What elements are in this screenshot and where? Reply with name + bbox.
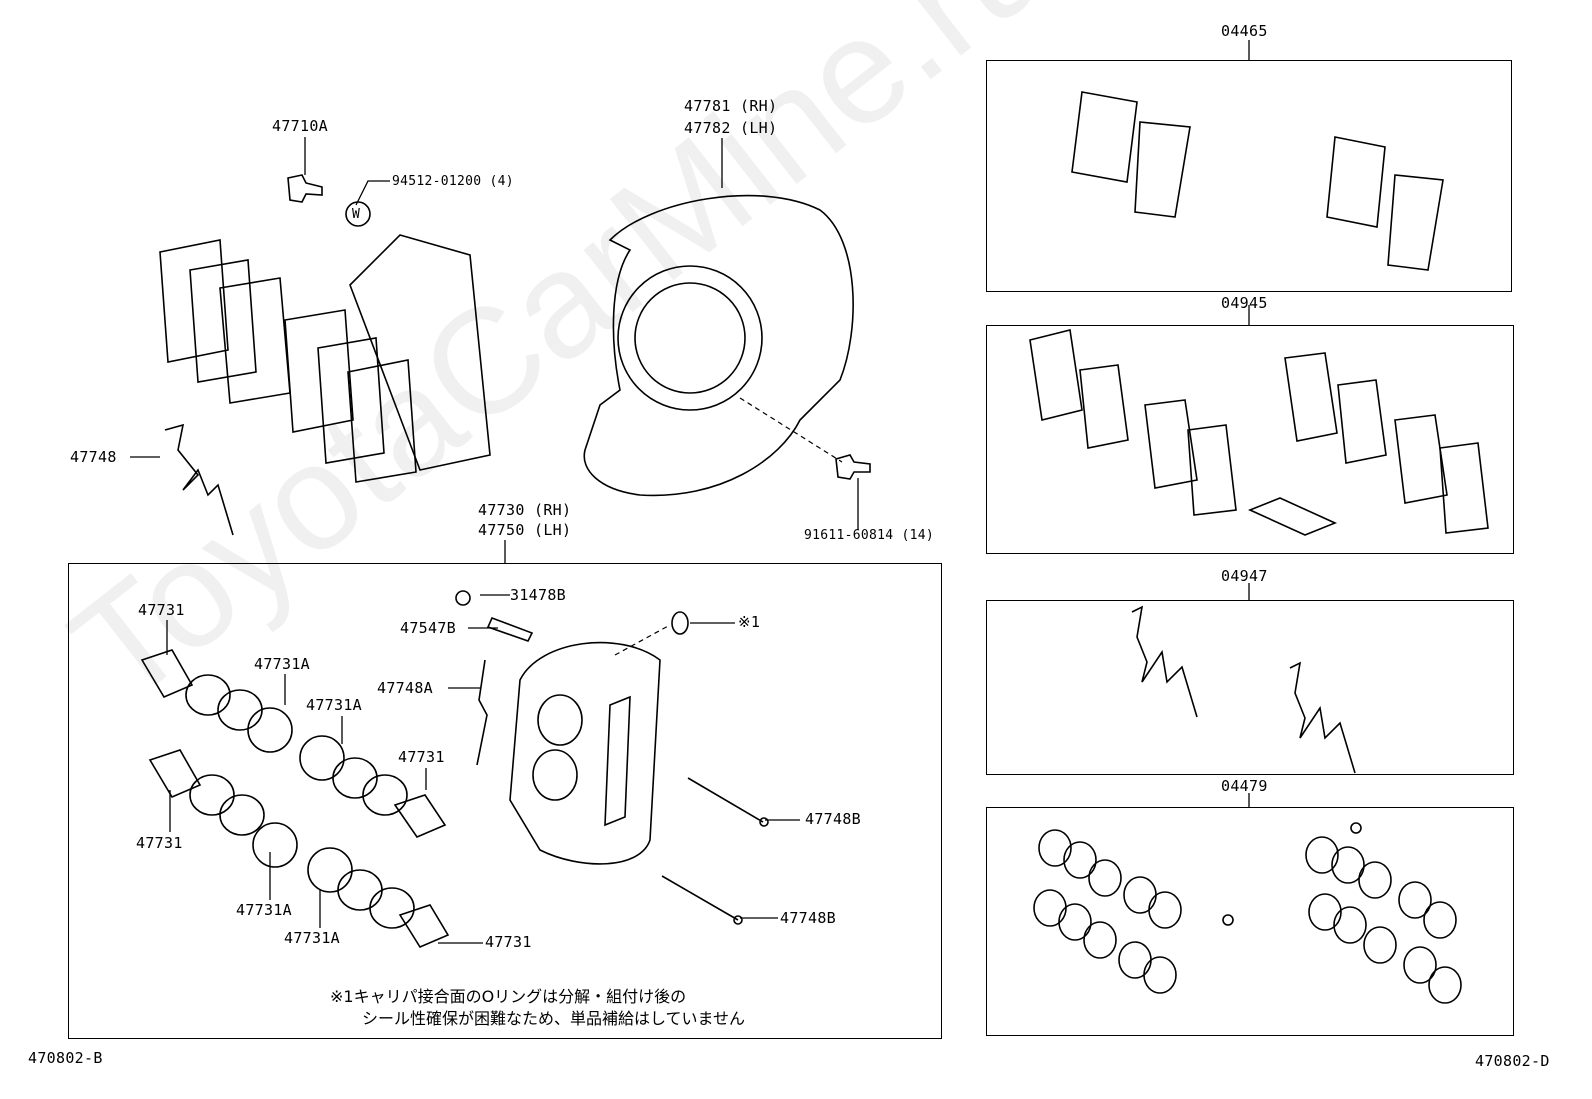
note-line-1: ※1キャリパ接合面のOリングは分解・組付け後の <box>330 987 687 1006</box>
anti-squeal-clip-drawing <box>164 423 234 536</box>
washer-mark: W <box>352 207 361 222</box>
label-47748: 47748 <box>70 448 117 466</box>
label-94512: 94512-01200 (4) <box>392 174 514 189</box>
disc-outline-drawing <box>349 234 491 471</box>
label-47731-bottom: 47731 <box>485 933 532 951</box>
caliper-body-drawing <box>509 641 661 865</box>
kit-04479-seals-drawing <box>1033 822 1462 1004</box>
kit-04479-box <box>986 807 1514 1036</box>
pistons-and-seals-drawing <box>140 649 450 949</box>
label-47731A-top: 47731A <box>254 655 310 673</box>
label-47547B: 47547B <box>400 619 456 637</box>
kit-label-04947: 04947 <box>1221 567 1268 585</box>
dust-shield-drawing <box>583 194 854 497</box>
o-ring-drawing <box>671 611 689 635</box>
bolt-91611-drawing <box>835 454 871 480</box>
kit-04947-box <box>986 600 1514 775</box>
label-47731-top: 47731 <box>138 601 185 619</box>
pins-47748B-drawing <box>661 777 769 925</box>
kit-label-04465: 04465 <box>1221 22 1268 40</box>
footer-ref-left: 470802-B <box>28 1049 103 1067</box>
label-47782: 47782 (LH) <box>684 119 778 137</box>
label-47731A-mid: 47731A <box>306 696 362 714</box>
label-31478B: 31478B <box>510 586 566 604</box>
label-star1: ※1 <box>738 613 761 631</box>
kit-04945-box <box>986 325 1514 554</box>
label-47748A: 47748A <box>377 679 433 697</box>
note-line-2: シール性確保が困難なため、単品補給はしていません <box>362 1009 746 1028</box>
leader-lines <box>130 40 1250 944</box>
label-47748B-upper: 47748B <box>805 810 861 828</box>
kit-04945-pads-drawing <box>1029 329 1489 536</box>
footer-ref-right: 470802-D <box>1475 1052 1550 1070</box>
kit-label-04945: 04945 <box>1221 294 1268 312</box>
kit-label-04479: 04479 <box>1221 777 1268 795</box>
label-47731-mid: 47731 <box>398 748 445 766</box>
caliper-assembly-box <box>68 563 942 1039</box>
brake-pads-drawing <box>159 239 417 483</box>
kit-04465-box <box>986 60 1512 292</box>
label-47750: 47750 (LH) <box>478 521 572 539</box>
bleeder-47547B-drawing <box>486 616 534 642</box>
label-47730: 47730 (RH) <box>478 501 572 519</box>
washer-drawing <box>345 201 371 227</box>
clip-47748A-drawing <box>476 659 488 766</box>
label-91611: 91611-60814 (14) <box>804 528 935 543</box>
cap-31478B-drawing <box>455 590 471 606</box>
label-47710A: 47710A <box>272 117 328 135</box>
label-47731-left: 47731 <box>136 834 183 852</box>
kit-04465-pads-drawing <box>1071 91 1444 271</box>
label-47748B-lower: 47748B <box>780 909 836 927</box>
label-47731A-low1: 47731A <box>236 901 292 919</box>
label-47731A-low2: 47731A <box>284 929 340 947</box>
kit-04947-clips-drawing <box>1131 605 1356 774</box>
bolt-47710A-drawing <box>287 174 323 203</box>
label-47781: 47781 (RH) <box>684 97 778 115</box>
dashed-leaders <box>614 397 843 656</box>
